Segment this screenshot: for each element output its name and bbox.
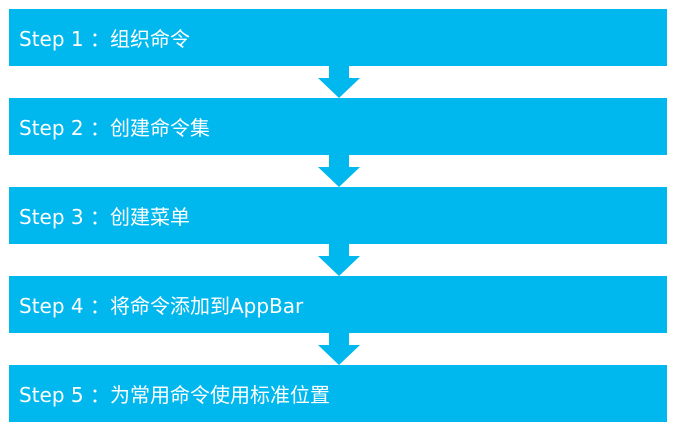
step-4-box: Step 4 ：将命令添加到AppBar <box>9 276 667 333</box>
down-arrow-icon <box>318 66 360 98</box>
step-2-label: Step 2 ：创建命令集 <box>19 116 210 140</box>
step-5-box: Step 5 ：为常用命令使用标准位置 <box>9 365 667 422</box>
step-3-label: Step 3 ：创建菜单 <box>19 205 190 229</box>
step-5-label: Step 5 ：为常用命令使用标准位置 <box>19 383 330 407</box>
down-arrow-icon <box>318 155 360 187</box>
step-1-box: Step 1 ：组织命令 <box>9 9 667 66</box>
step-3-box: Step 3 ：创建菜单 <box>9 187 667 244</box>
step-4-label: Step 4 ：将命令添加到AppBar <box>19 294 304 318</box>
down-arrow-icon <box>318 333 360 365</box>
step-1-label: Step 1 ：组织命令 <box>19 27 190 51</box>
step-2-box: Step 2 ：创建命令集 <box>9 98 667 155</box>
down-arrow-icon <box>318 244 360 276</box>
